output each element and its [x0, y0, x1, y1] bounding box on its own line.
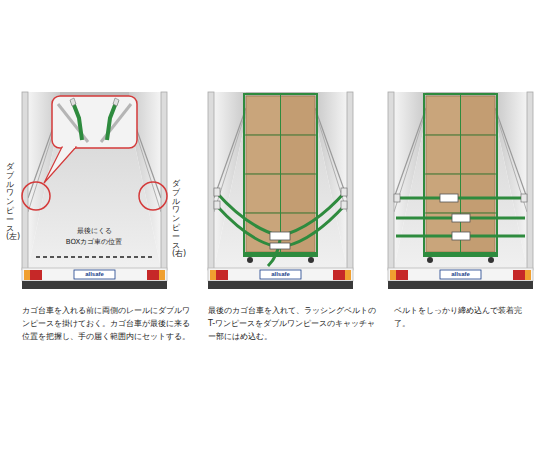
brand-logo: allsafe [74, 270, 115, 278]
step-caption: ベルトをしっかり締め込んで装着完了。 [394, 304, 534, 330]
part-label: ダブルワンピース(右) [172, 180, 180, 259]
position-note: 最後にくる BOXカゴ車の位置 [58, 226, 130, 248]
part-label: ダブルワンピース(左) [6, 163, 14, 242]
brand-logo: allsafe [440, 270, 481, 278]
step-caption: カゴ台車を入れる前に両側のレールにダブルワンピースを掛けておく。カゴ台車が最後に… [22, 304, 194, 343]
step-caption: 最後のカゴ台車を入れて、ラッシングベルトのT-ワンピースをダブルワンピースのキャ… [208, 304, 380, 343]
brand-logo: allsafe [260, 270, 301, 278]
